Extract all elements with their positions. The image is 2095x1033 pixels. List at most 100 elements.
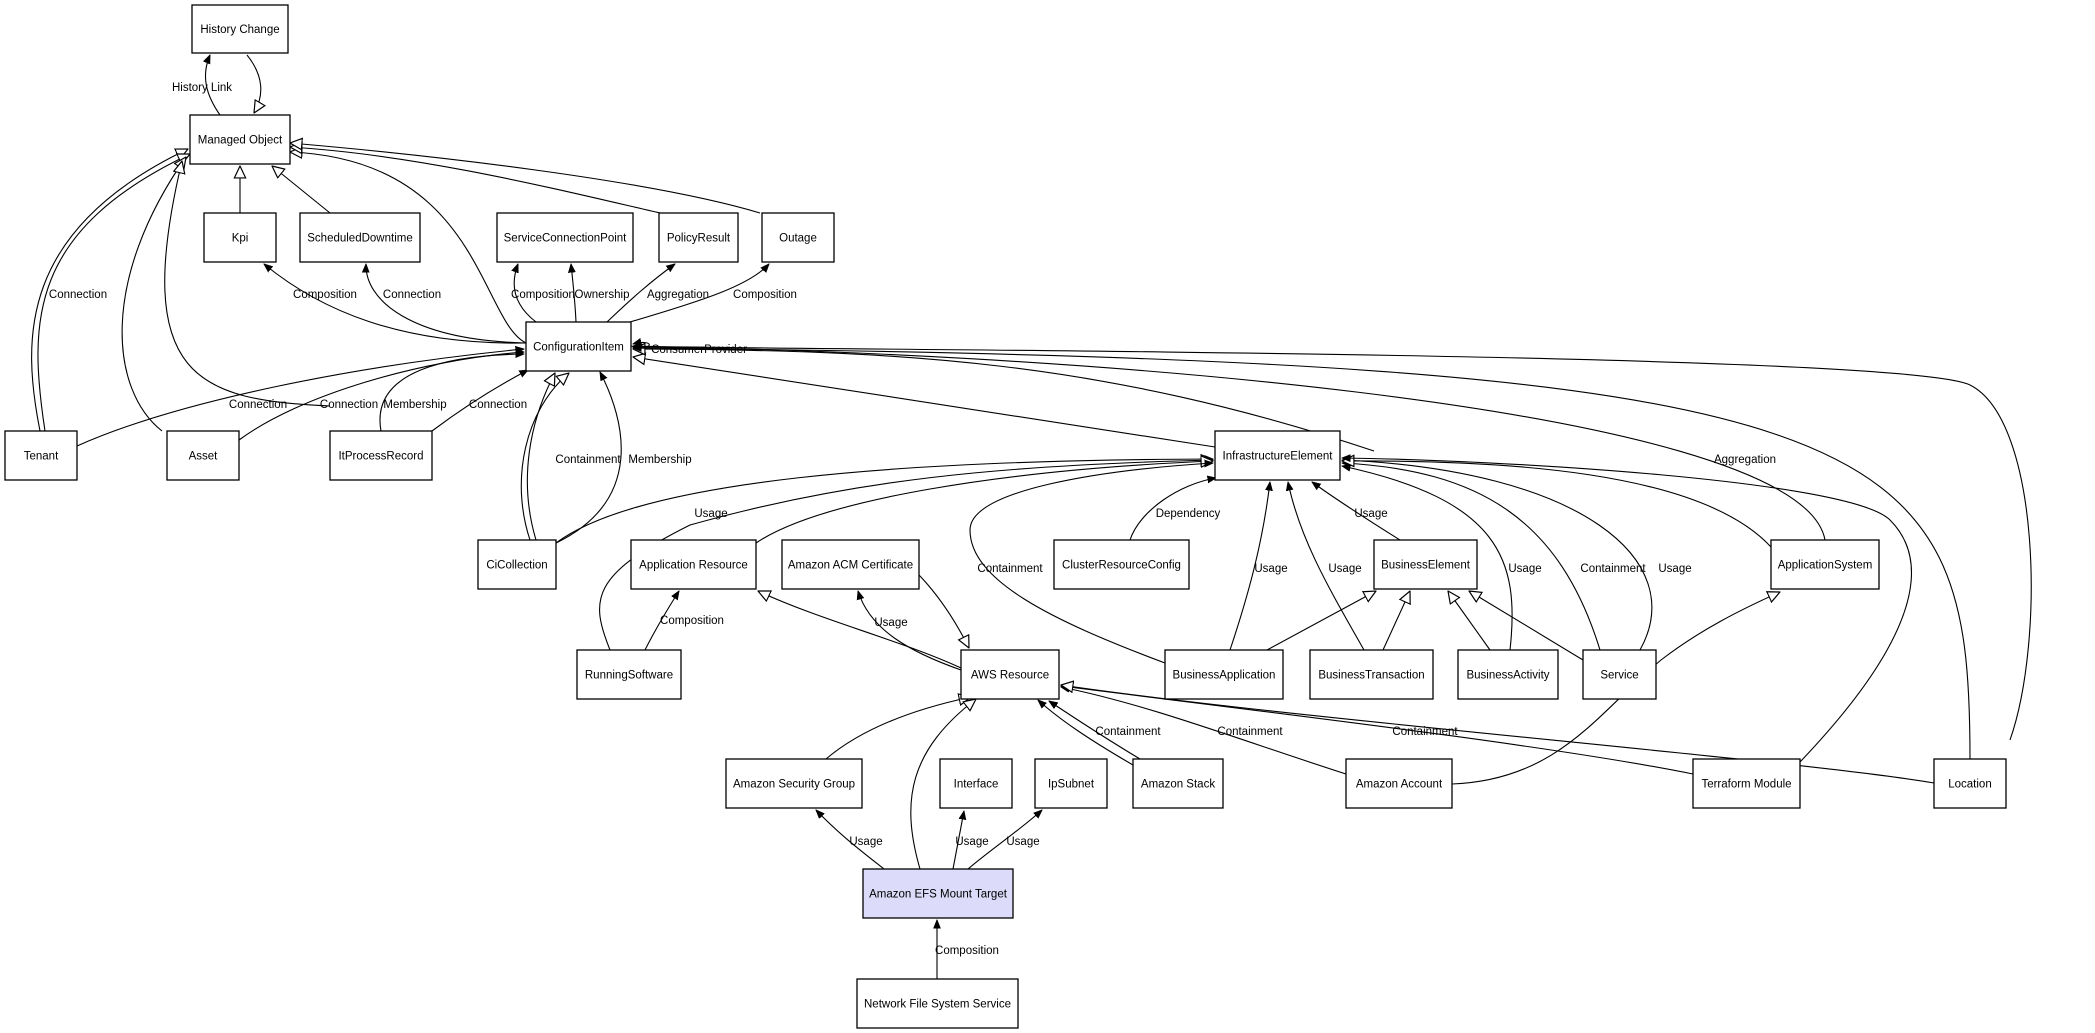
edge-line bbox=[633, 349, 1375, 452]
node-business-transaction[interactable]: BusinessTransaction bbox=[1309, 649, 1434, 700]
edge-label: Usage bbox=[1658, 563, 1691, 575]
node-configuration-item[interactable]: ConfigurationItem bbox=[525, 321, 632, 372]
node-amazon-efs-mount-target[interactable]: Amazon EFS Mount Target bbox=[862, 868, 1014, 919]
edge-line bbox=[526, 373, 555, 541]
node-amazon-account[interactable]: Amazon Account bbox=[1345, 758, 1453, 809]
node-interface[interactable]: Interface bbox=[939, 758, 1013, 809]
node-box bbox=[658, 212, 739, 263]
node-application-resource[interactable]: Application Resource bbox=[630, 539, 757, 590]
node-ip-subnet[interactable]: IpSubnet bbox=[1034, 758, 1108, 809]
node-service[interactable]: Service bbox=[1582, 649, 1657, 700]
edge-e21: Membership bbox=[379, 354, 524, 432]
node-label: ScheduledDowntime bbox=[307, 233, 412, 245]
edge-line bbox=[825, 697, 971, 760]
node-label: BusinessTransaction bbox=[1318, 670, 1424, 682]
node-kpi[interactable]: Kpi bbox=[203, 212, 277, 263]
node-asset[interactable]: Asset bbox=[166, 430, 240, 481]
node-cluster-resource-config[interactable]: ClusterResourceConfig bbox=[1053, 539, 1190, 590]
edge-line bbox=[969, 463, 1213, 664]
edge-e32 bbox=[599, 460, 1213, 651]
edge-e25: Membership bbox=[555, 372, 692, 544]
node-label: Kpi bbox=[232, 233, 249, 245]
node-box bbox=[1692, 758, 1801, 809]
edge-e15: Ownership bbox=[571, 264, 629, 323]
node-business-application[interactable]: BusinessApplication bbox=[1164, 649, 1284, 700]
node-box bbox=[960, 649, 1060, 700]
node-box bbox=[496, 212, 634, 263]
node-scheduled-downtime[interactable]: ScheduledDowntime bbox=[299, 212, 421, 263]
node-history-change[interactable]: History Change bbox=[191, 4, 289, 54]
edge-line bbox=[1382, 591, 1410, 651]
edge-line bbox=[1469, 591, 1584, 661]
node-it-process-record[interactable]: ItProcessRecord bbox=[329, 430, 433, 481]
edge-label: Membership bbox=[383, 399, 446, 411]
edge-line bbox=[758, 591, 962, 669]
edge-e54 bbox=[1038, 700, 1134, 766]
node-location[interactable]: Location bbox=[1933, 758, 2007, 809]
node-box bbox=[166, 430, 240, 481]
node-ci-collection[interactable]: CiCollection bbox=[477, 539, 557, 590]
node-label: ClusterResourceConfig bbox=[1062, 560, 1181, 572]
edge-e23 bbox=[526, 373, 555, 541]
edge-e47 bbox=[1342, 458, 1913, 763]
node-box bbox=[1582, 649, 1657, 700]
node-box bbox=[1345, 758, 1453, 809]
edge-line bbox=[1342, 458, 1913, 763]
edge-line bbox=[1266, 591, 1376, 651]
node-business-activity[interactable]: BusinessActivity bbox=[1457, 649, 1559, 700]
edge-line bbox=[366, 264, 527, 344]
node-label: ConfigurationItem bbox=[533, 342, 624, 354]
node-outage[interactable]: Outage bbox=[761, 212, 835, 263]
edge-line bbox=[571, 264, 577, 323]
node-amazon-security-group[interactable]: Amazon Security Group bbox=[725, 758, 863, 809]
edge-label: Containment bbox=[1580, 563, 1646, 575]
node-business-element[interactable]: BusinessElement bbox=[1373, 539, 1478, 590]
edge-e26 bbox=[633, 357, 1216, 448]
edge-line bbox=[290, 147, 661, 214]
node-label: InfrastructureElement bbox=[1223, 451, 1334, 463]
edge-line bbox=[1229, 482, 1270, 651]
node-label: ItProcessRecord bbox=[338, 451, 423, 463]
edge-label: Connection bbox=[320, 399, 378, 411]
edge-line bbox=[555, 372, 622, 544]
edge-e52 bbox=[825, 697, 971, 760]
edge-e27 bbox=[633, 349, 1375, 452]
edge-e38: Usage bbox=[1312, 482, 1401, 541]
node-box bbox=[189, 114, 291, 165]
edge-label: Usage bbox=[1354, 508, 1387, 520]
edge-e33 bbox=[755, 461, 1213, 544]
node-application-system[interactable]: ApplicationSystem bbox=[1770, 539, 1880, 590]
edge-e9 bbox=[290, 152, 527, 344]
edge-e41: Usage bbox=[1342, 460, 1692, 651]
edge-label: Connection bbox=[469, 399, 527, 411]
node-label: AWS Resource bbox=[971, 670, 1049, 682]
edge-e8 bbox=[164, 161, 331, 407]
edge-line bbox=[633, 346, 2032, 741]
node-amazon-acm-certificate[interactable]: Amazon ACM Certificate bbox=[781, 539, 920, 590]
node-label: Amazon EFS Mount Target bbox=[869, 889, 1008, 901]
node-infrastructure-element[interactable]: InfrastructureElement bbox=[1214, 430, 1341, 481]
node-aws-resource[interactable]: AWS Resource bbox=[960, 649, 1060, 700]
edge-line bbox=[205, 55, 221, 116]
edge-line bbox=[264, 264, 527, 344]
node-managed-object[interactable]: Managed Object bbox=[189, 114, 291, 165]
node-service-connection-point[interactable]: ServiceConnectionPoint bbox=[496, 212, 634, 263]
node-network-file-system-service[interactable]: Network File System Service bbox=[856, 978, 1019, 1029]
edge-line bbox=[858, 591, 962, 671]
node-terraform-module[interactable]: Terraform Module bbox=[1692, 758, 1801, 809]
node-amazon-stack[interactable]: Amazon Stack bbox=[1132, 758, 1224, 809]
edge-label: Containment bbox=[1217, 726, 1283, 738]
node-running-software[interactable]: RunningSoftware bbox=[576, 649, 682, 700]
edge-e45 bbox=[1469, 591, 1584, 661]
edge-line bbox=[644, 591, 679, 651]
edge-line bbox=[290, 152, 527, 344]
edge-e37: Usage bbox=[1288, 482, 1365, 651]
node-policy-result[interactable]: PolicyResult bbox=[658, 212, 739, 263]
node-tenant[interactable]: Tenant bbox=[4, 430, 78, 481]
edge-label: Dependency bbox=[1156, 508, 1221, 520]
edge-e60: Usage bbox=[816, 810, 885, 870]
node-box bbox=[1164, 649, 1284, 700]
edge-e44 bbox=[1448, 591, 1491, 651]
node-label: CiCollection bbox=[486, 560, 547, 572]
edge-e7 bbox=[121, 157, 186, 432]
